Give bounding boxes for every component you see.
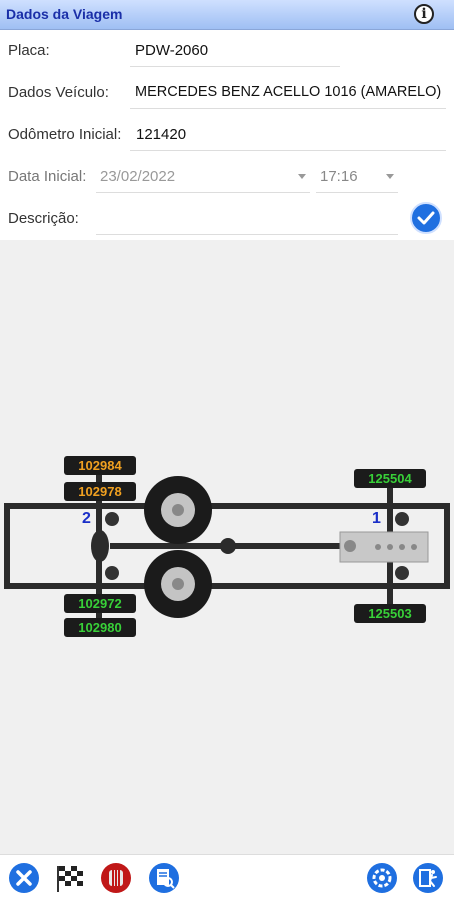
tire-tag[interactable]: 102978: [64, 482, 136, 501]
chevron-down-icon[interactable]: [386, 174, 394, 179]
tire-tag[interactable]: 102972: [64, 594, 136, 613]
descricao-underline: [96, 234, 398, 235]
time-field[interactable]: 17:16: [320, 168, 358, 185]
chassis-drawing: [4, 468, 450, 620]
axle-number: 2: [82, 510, 91, 527]
driveshaft-joint: [220, 538, 236, 554]
date-field[interactable]: 23/02/2022: [100, 168, 176, 185]
tire-tag[interactable]: 125503: [354, 604, 426, 623]
veiculo-underline: [130, 108, 446, 109]
date-underline: [96, 192, 310, 193]
tire-tag[interactable]: 125504: [354, 469, 426, 488]
odometro-row: Odômetro Inicial: 121420: [0, 114, 454, 156]
engine-detail: [399, 544, 405, 550]
placa-label: Placa:: [8, 42, 50, 59]
hub-dot: [105, 512, 119, 526]
hub-dot: [395, 512, 409, 526]
hub-dot: [105, 566, 119, 580]
settings-icon[interactable]: [366, 862, 398, 894]
veiculo-label: Dados Veículo:: [8, 84, 109, 101]
check-icon[interactable]: [410, 202, 442, 234]
axle-diagram: 2 1 102984 102978 102972 102980 125504 1…: [0, 240, 454, 854]
differential: [91, 530, 109, 562]
axle-number: 1: [372, 510, 381, 527]
close-icon[interactable]: [8, 862, 40, 894]
placa-field[interactable]: PDW-2060: [135, 42, 209, 59]
time-underline: [316, 192, 398, 193]
hub-dot: [395, 566, 409, 580]
chassis-frame: [4, 503, 450, 589]
engine-detail: [375, 544, 381, 550]
data-row: Data Inicial: 23/02/2022 17:16: [0, 156, 454, 198]
trip-form: Placa: PDW-2060 Dados Veículo: MERCEDES …: [0, 30, 454, 240]
descricao-row: Descrição:: [0, 198, 454, 240]
bottom-toolbar: [0, 854, 454, 901]
chevron-down-icon[interactable]: [298, 174, 306, 179]
descricao-label: Descrição:: [8, 210, 79, 227]
tire-icon[interactable]: [100, 862, 132, 894]
info-icon[interactable]: i: [414, 4, 434, 24]
page-title: Dados da Viagem: [6, 6, 123, 22]
wheel-bottom[interactable]: [144, 550, 212, 618]
placa-underline: [130, 66, 340, 67]
veiculo-field[interactable]: MERCEDES BENZ ACELLO 1016 (AMARELO): [135, 84, 442, 100]
odometro-field[interactable]: 121420: [136, 126, 187, 143]
checkered-flag-icon[interactable]: [54, 862, 86, 894]
odometro-underline: [130, 150, 446, 151]
engine-pulley: [344, 540, 356, 552]
exit-icon[interactable]: [412, 862, 444, 894]
engine-detail: [411, 544, 417, 550]
veiculo-row: Dados Veículo: MERCEDES BENZ ACELLO 1016…: [0, 72, 454, 114]
odometro-label: Odômetro Inicial:: [8, 126, 122, 143]
placa-row: Placa: PDW-2060: [0, 30, 454, 72]
tire-tag[interactable]: 102980: [64, 618, 136, 637]
data-label: Data Inicial:: [8, 168, 87, 185]
engine-detail: [387, 544, 393, 550]
tire-tag[interactable]: 102984: [64, 456, 136, 475]
title-bar: Dados da Viagem i: [0, 0, 454, 30]
document-search-icon[interactable]: [148, 862, 180, 894]
wheel-top[interactable]: [144, 476, 212, 544]
